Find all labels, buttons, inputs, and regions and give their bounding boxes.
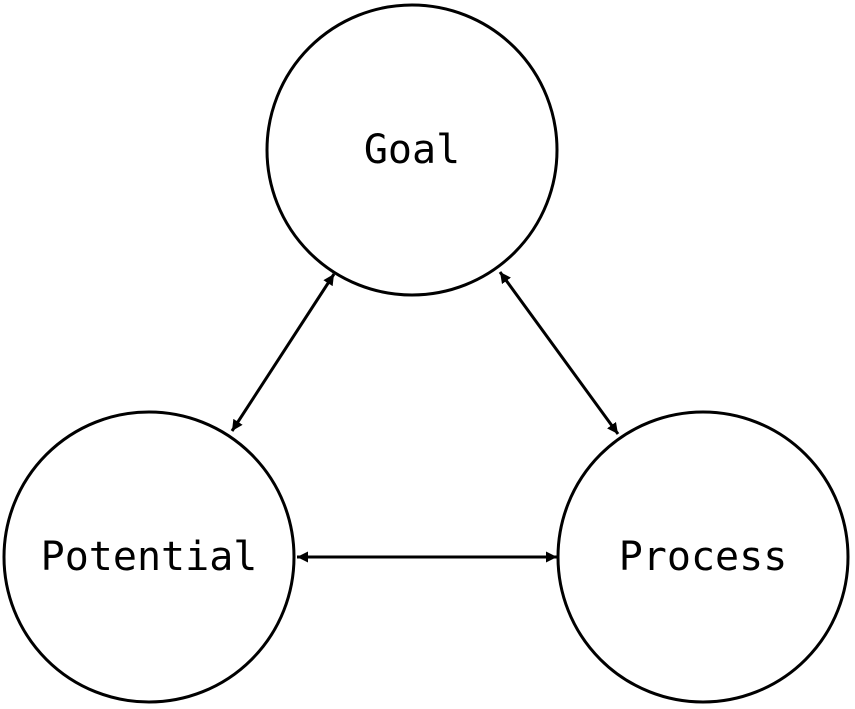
edge-potential-goal: [230, 273, 336, 432]
node-goal-label: Goal: [364, 127, 460, 173]
node-potential-circle: [2, 410, 296, 704]
node-goal: Goal: [265, 3, 559, 297]
node-process: Process: [556, 410, 850, 704]
node-process-label: Process: [619, 534, 788, 580]
node-potential-label: Potential: [41, 534, 258, 580]
node-process-circle: [556, 410, 850, 704]
edge-goal-process: [498, 271, 620, 435]
node-potential: Potential: [2, 410, 296, 704]
node-goal-circle: [265, 3, 559, 297]
